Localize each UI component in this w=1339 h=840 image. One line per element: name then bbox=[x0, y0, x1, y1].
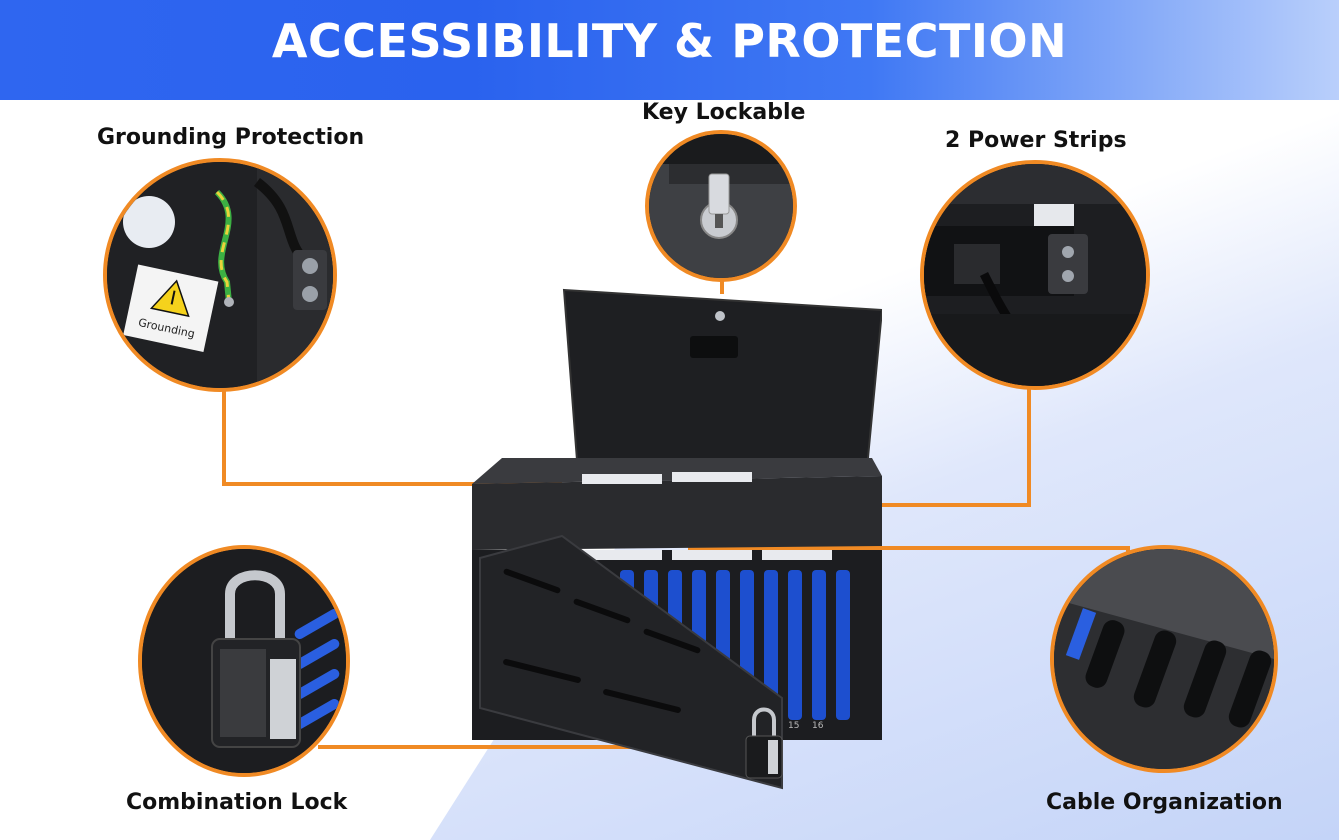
power-connector-horizontal bbox=[820, 503, 1031, 507]
charging-cabinet: 15 16 bbox=[462, 288, 882, 798]
page-title: ACCESSIBILITY & PROTECTION bbox=[271, 14, 1068, 68]
combination-lock-label: Combination Lock bbox=[126, 790, 348, 815]
grounding-connector-horizontal bbox=[222, 482, 562, 486]
combo-connector-horizontal bbox=[318, 745, 748, 749]
slot-number-15: 15 bbox=[788, 721, 799, 731]
power-strips-label: 2 Power Strips bbox=[945, 128, 1127, 153]
key-connector bbox=[720, 280, 724, 294]
grounding-protection-label: Grounding Protection bbox=[97, 125, 365, 150]
power-connector-vertical bbox=[1027, 385, 1031, 507]
cable-organization-label: Cable Organization bbox=[1046, 790, 1283, 815]
combination-lock-detail-image bbox=[138, 545, 350, 777]
slot-number-16: 16 bbox=[812, 721, 824, 731]
power-strips-detail-image bbox=[920, 160, 1150, 390]
grounding-connector-vertical bbox=[222, 382, 226, 486]
cable-connector-horizontal bbox=[688, 546, 1128, 550]
grounding-detail-image: Grounding bbox=[103, 158, 337, 392]
header-banner: ACCESSIBILITY & PROTECTION bbox=[0, 0, 1339, 100]
key-lockable-label: Key Lockable bbox=[642, 100, 806, 125]
cutout-hole bbox=[123, 196, 175, 248]
cable-organization-detail-image bbox=[1050, 545, 1278, 773]
cabinet-top-compartment bbox=[472, 476, 882, 550]
key-lock-detail-image bbox=[645, 130, 797, 282]
